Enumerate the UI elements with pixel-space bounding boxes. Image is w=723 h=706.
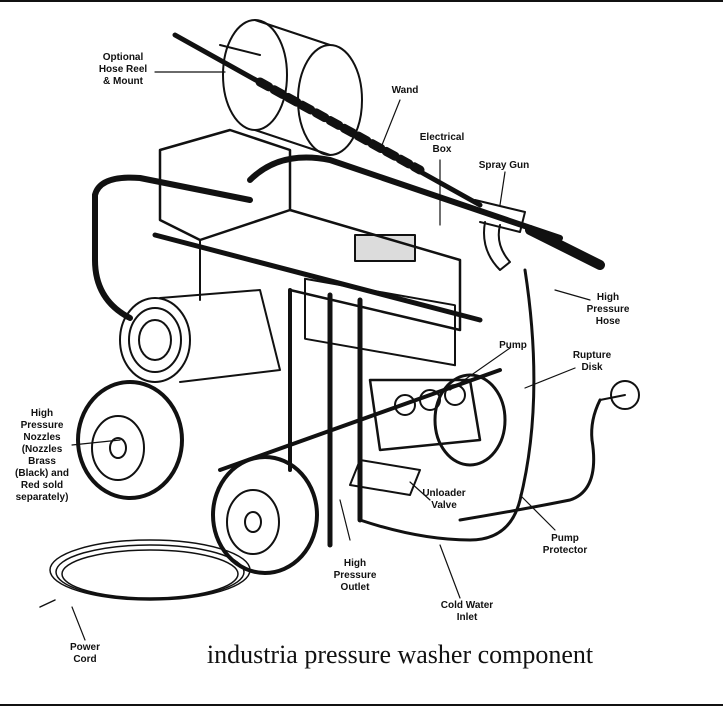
label-hp-hose: High Pressure Hose: [586, 292, 630, 327]
power-cord: [39, 539, 251, 608]
label-hose-reel: Optional Hose Reel & Mount: [98, 52, 148, 87]
wheels: [76, 373, 507, 575]
label-unloader-valve: Unloader Valve: [422, 488, 466, 511]
wand: [172, 32, 483, 208]
label-nozzles: High Pressure Nozzles (Nozzles Brass (Bl…: [15, 408, 69, 503]
label-pump-protector: Pump Protector: [542, 533, 588, 556]
label-hp-outlet: High Pressure Outlet: [333, 558, 377, 593]
label-electrical-box: Electrical Box: [419, 132, 465, 155]
label-cold-water-inlet: Cold Water Inlet: [440, 600, 494, 623]
frame-rails: [92, 154, 563, 548]
label-power-cord: Power Cord: [69, 642, 100, 665]
label-spray-gun: Spray Gun: [478, 160, 530, 171]
faucet: [590, 380, 640, 442]
inlet-hose: [458, 438, 596, 522]
label-rupture-disk: Rupture Disk: [572, 350, 612, 373]
spray-gun: [474, 199, 605, 271]
figure-caption: industria pressure washer component: [206, 640, 594, 669]
engine-housing: [158, 128, 462, 367]
motor: [119, 289, 281, 383]
pump-block: [349, 378, 482, 496]
label-pump: Pump: [499, 340, 527, 351]
label-wand: Wand: [391, 85, 419, 96]
leader-lines: [71, 71, 591, 641]
hp-hose: [358, 268, 536, 542]
